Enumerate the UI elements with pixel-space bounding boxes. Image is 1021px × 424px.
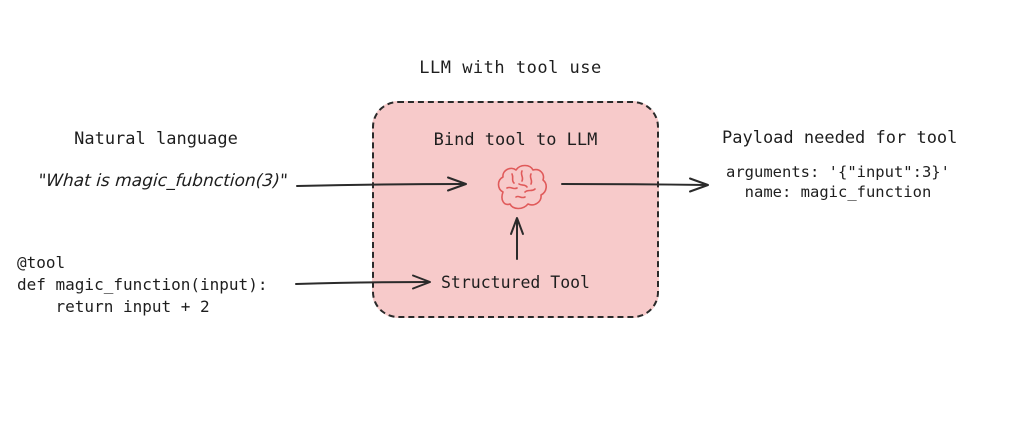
payload-line: name: magic_function <box>726 183 932 201</box>
code-line: def magic_function(input): <box>17 275 268 294</box>
structured-tool-label: Structured Tool <box>440 273 590 292</box>
code-line: @tool <box>17 253 66 272</box>
payload-line: arguments: '{"input":3}' <box>726 163 950 181</box>
tool-code-block: @tool def magic_function(input): return i… <box>17 252 267 318</box>
natural-language-query: "What is magic_fubnction(3)" <box>37 171 289 191</box>
bind-tool-heading: Bind tool to LLM <box>433 130 598 150</box>
code-line: return input + 2 <box>17 297 210 316</box>
bind-tool-box: Bind tool to LLM Structured Tool <box>372 101 659 318</box>
payload-text: arguments: '{"input":3}' name: magic_fun… <box>726 162 950 202</box>
natural-language-heading: Natural language <box>74 129 238 149</box>
payload-heading: Payload needed for tool <box>722 128 958 148</box>
brain-icon <box>492 161 548 213</box>
diagram-title: LLM with tool use <box>419 58 602 78</box>
